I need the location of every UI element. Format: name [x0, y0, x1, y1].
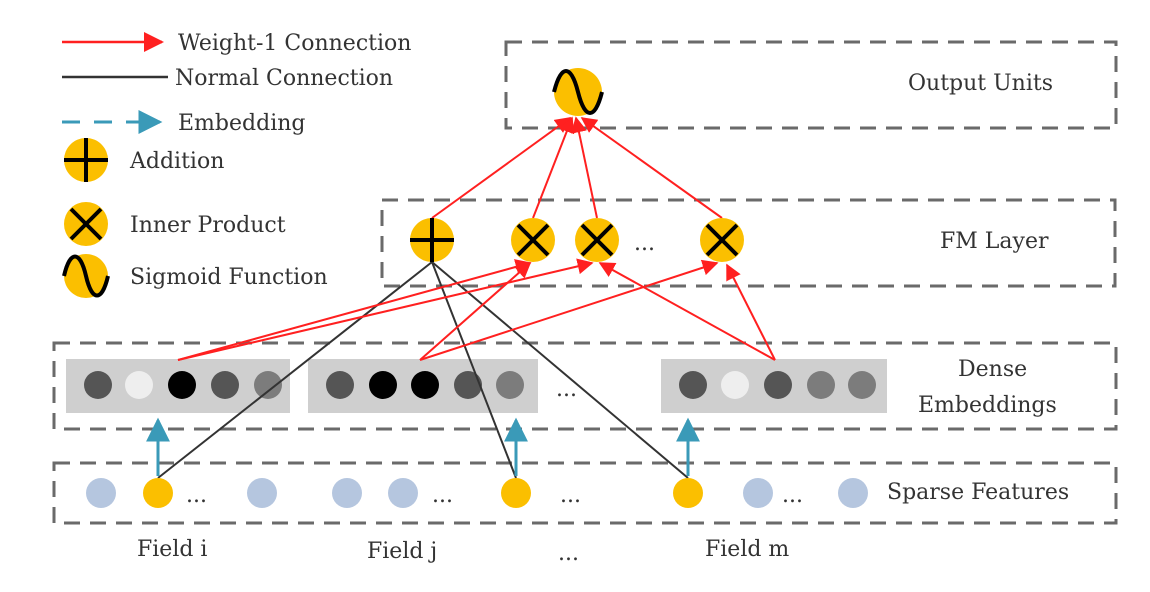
field-i-label: Field i [137, 537, 207, 562]
embedding-unit [807, 371, 835, 399]
field-ellipsis-label: ... [558, 541, 579, 566]
sparse-features-box [52, 461, 1118, 525]
embedding-group-m [661, 359, 887, 413]
fm-layer-box [380, 198, 1117, 288]
weight1-connections [177, 116, 776, 361]
sparse-unit [86, 478, 116, 508]
embedding-group-j [308, 359, 538, 413]
embedding-unit [326, 371, 354, 399]
fm-inner-product-unit [511, 218, 555, 262]
sparse-unit [388, 478, 418, 508]
sigmoid-icon [62, 254, 110, 298]
fm-inner-product-unit [700, 218, 744, 262]
sparse-features-label: Sparse Features [887, 480, 1069, 505]
fm-ellipsis: ... [634, 231, 655, 256]
legend-sigmoid-label: Sigmoid Function [130, 265, 328, 290]
legend-weight1-label: Weight-1 Connection [178, 31, 411, 56]
output-units-box [504, 40, 1118, 130]
embedding-unit [496, 371, 524, 399]
sparse-ellipsis: ... [560, 483, 581, 508]
field-j-label: Field j [367, 539, 437, 564]
embedding-unit [848, 371, 876, 399]
embedding-unit [764, 371, 792, 399]
sparse-ellipsis: ... [186, 483, 207, 508]
embedding-unit [369, 371, 397, 399]
legend-embedding-label: Embedding [178, 111, 305, 136]
fm-layer-label: FM Layer [940, 229, 1049, 254]
sparse-unit-active [673, 478, 703, 508]
embedding-unit [168, 371, 196, 399]
embedding-unit [84, 371, 112, 399]
inner-product-icon [64, 202, 108, 246]
dense-embeddings-label-2: Embeddings [918, 393, 1057, 418]
fm-inner-product-unit [575, 218, 619, 262]
embedding-unit [454, 371, 482, 399]
fm-addition-unit [410, 218, 454, 262]
embedding-unit [411, 371, 439, 399]
sparse-unit [332, 478, 362, 508]
embedding-unit [721, 371, 749, 399]
dense-embeddings-label-1: Dense [958, 357, 1027, 382]
embedding-ellipsis: ... [556, 377, 577, 402]
sparse-unit-active [143, 478, 173, 508]
sparse-unit [247, 478, 277, 508]
output-sigmoid-unit [552, 68, 604, 116]
legend-inner-product-label: Inner Product [130, 213, 286, 238]
sparse-features: ... ... ... ... [86, 478, 868, 508]
dense-embeddings-box [52, 341, 1118, 431]
embedding-arrows [146, 417, 700, 476]
embedding-unit [211, 371, 239, 399]
sparse-unit-active [501, 478, 531, 508]
sparse-ellipsis: ... [432, 483, 453, 508]
legend: Weight-1 Connection Normal Connection Em… [62, 31, 411, 298]
embedding-unit [679, 371, 707, 399]
sparse-unit [838, 478, 868, 508]
embedding-group-i [66, 359, 290, 413]
addition-icon [64, 138, 108, 182]
sparse-unit [743, 478, 773, 508]
embedding-unit [254, 371, 282, 399]
legend-normal-label: Normal Connection [175, 66, 393, 91]
field-m-label: Field m [705, 537, 789, 562]
legend-addition-label: Addition [129, 149, 224, 174]
output-units-label: Output Units [908, 71, 1053, 96]
embedding-unit [125, 371, 153, 399]
sparse-ellipsis: ... [782, 483, 803, 508]
